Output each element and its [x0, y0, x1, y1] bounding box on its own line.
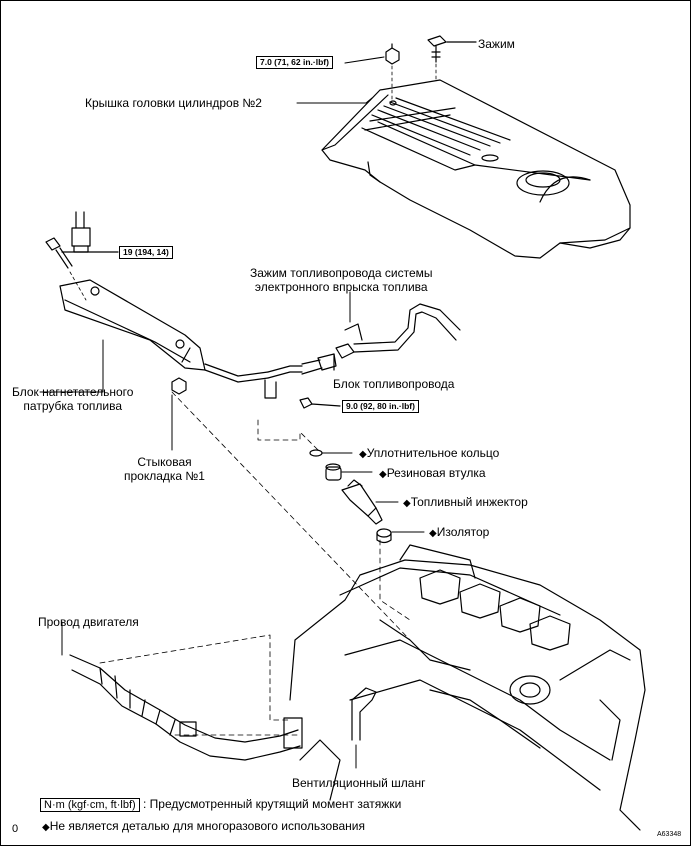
insulator-part	[376, 528, 392, 544]
label-injector-text: Топливный инжектор	[410, 495, 528, 509]
nonreusable-mark: ◆	[359, 449, 367, 460]
legend-torque-text: : Предусмотренный крутящий момент затяжк…	[143, 797, 402, 811]
injector-connector	[71, 211, 91, 253]
label-grommet: ◆Резиновая втулка	[379, 466, 486, 482]
label-fuel-pipe-clamp-line1: Зажим топливопровода системы	[250, 266, 433, 280]
label-vent-hose: Вентиляционный шланг	[292, 776, 426, 790]
pipe-bolt	[299, 397, 341, 409]
legend-nonreusable-text: Не является деталью для многоразового ис…	[49, 819, 365, 833]
delivery-leader	[39, 339, 104, 393]
nonreusable-mark: ◆	[403, 498, 411, 509]
nonreusable-mark: ◆	[42, 822, 50, 833]
legend-nonreusable: ◆Не является деталью для многоразового и…	[42, 819, 365, 835]
label-delivery-pipe-line1: Блок нагнетательного	[12, 385, 134, 399]
o-ring-part	[309, 449, 323, 457]
fuel-delivery-pipe	[59, 279, 337, 399]
torque-delivery-bolt: 19 (194, 14)	[119, 246, 173, 259]
label-delivery-pipe: Блок нагнетательного патрубка топлива	[12, 385, 133, 413]
label-engine-wire: Провод двигателя	[38, 615, 139, 629]
legend-unit-box: N·m (kgf·cm, ft·lbf)	[40, 798, 140, 812]
legend-torque: N·m (kgf·cm, ft·lbf) : Предусмотренный к…	[40, 797, 401, 812]
label-grommet-text: Резиновая втулка	[386, 466, 486, 480]
label-fuel-pipe: Блок топливопровода	[333, 377, 455, 391]
assembly-lines	[99, 391, 411, 736]
ventilation-hose	[351, 687, 377, 769]
label-fuel-pipe-clamp-line2: электронного впрыска топлива	[254, 280, 428, 294]
nonreusable-mark: ◆	[429, 528, 437, 539]
torque-cover-nut: 7.0 (71, 62 in.·lbf)	[256, 56, 333, 69]
label-fuel-pipe-clamp: Зажим топливопровода системы электронног…	[250, 266, 433, 294]
label-delivery-pipe-line2: патрубка топлива	[23, 399, 123, 413]
part-leaders	[321, 452, 425, 533]
label-spacer-line2: прокладка №1	[124, 469, 205, 483]
cover-nut	[385, 43, 400, 101]
cover-leader	[296, 97, 373, 104]
label-o-ring: ◆Уплотнительное кольцо	[359, 446, 499, 462]
label-o-ring-text: Уплотнительное кольцо	[366, 446, 500, 460]
label-clip: Зажим	[478, 37, 515, 51]
spacer-part	[171, 377, 187, 395]
nonreusable-mark: ◆	[379, 469, 387, 480]
label-insulator-text: Изолятор	[436, 525, 490, 539]
injector-part	[341, 479, 383, 525]
label-injector: ◆Топливный инжектор	[403, 495, 528, 511]
delivery-bolt	[45, 237, 119, 301]
engine-block	[289, 544, 646, 831]
figure-ref-code: A63348	[657, 831, 682, 838]
grommet-part	[325, 463, 342, 481]
nut-leader	[344, 56, 385, 64]
label-insulator: ◆Изолятор	[429, 525, 489, 541]
clip-part	[427, 35, 477, 81]
cylinder-head-cover	[321, 79, 631, 259]
torque-pipe-bolt: 9.0 (92, 80 in.·lbf)	[342, 400, 419, 413]
fuel-pipe	[333, 303, 461, 371]
corner-mark: 0	[12, 823, 19, 835]
label-spacer: Стыковая прокладка №1	[124, 455, 205, 483]
label-cover: Крышка головки цилиндров №2	[85, 96, 262, 110]
engine-wire-harness	[61, 621, 303, 761]
label-spacer-line1: Стыковая	[137, 455, 192, 469]
